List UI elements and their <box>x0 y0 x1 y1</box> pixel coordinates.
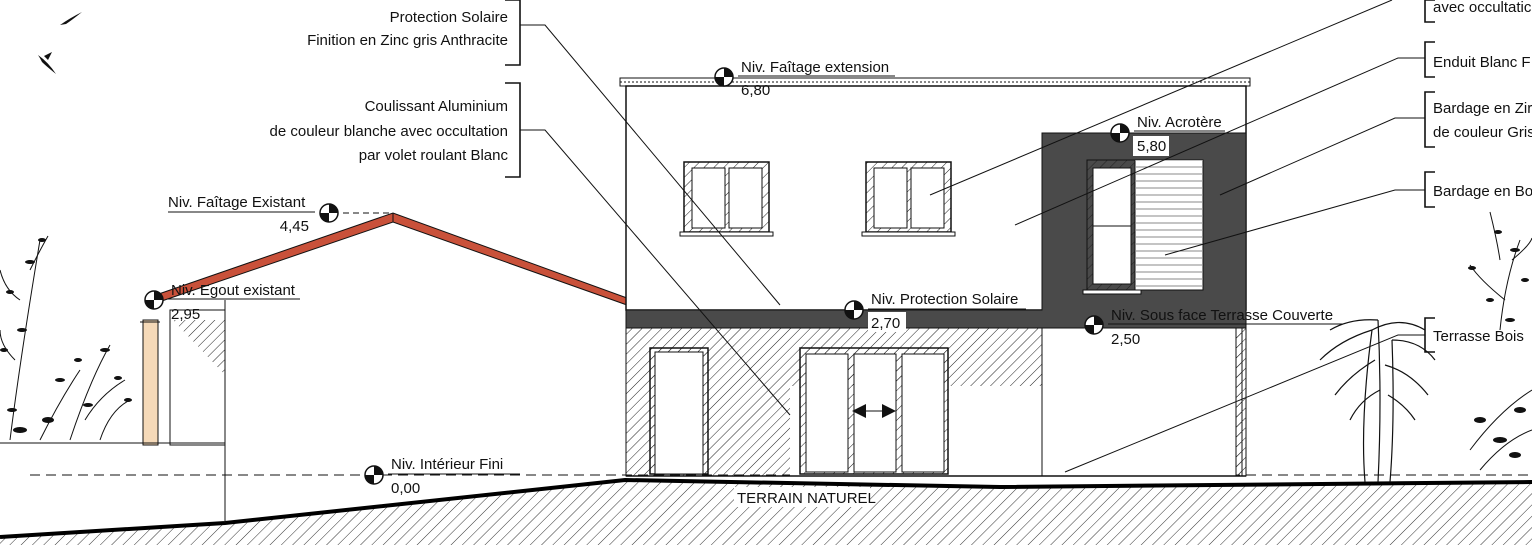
svg-text:de couleur blanche avec occult: de couleur blanche avec occultation <box>270 123 509 140</box>
svg-text:Terrasse Bois: Terrasse Bois <box>1433 328 1524 345</box>
svg-text:de couleur Gris: de couleur Gris <box>1433 124 1532 141</box>
svg-text:6,80: 6,80 <box>741 82 770 99</box>
svg-text:Niv. Intérieur Fini: Niv. Intérieur Fini <box>391 456 503 473</box>
vegetation-left-icon <box>0 235 131 441</box>
level-interieur-fini: Niv. Intérieur Fini 0,00 <box>364 456 520 497</box>
foliage-left <box>0 238 132 433</box>
upper-window-3 <box>1082 159 1204 295</box>
foliage-right <box>1468 230 1529 458</box>
svg-text:Niv. Acrotère: Niv. Acrotère <box>1137 114 1222 131</box>
svg-text:Finition en Zinc gris Anthraci: Finition en Zinc gris Anthracite <box>307 32 508 49</box>
upper-window-2 <box>861 161 956 237</box>
svg-text:Bardage en Bo: Bardage en Bo <box>1433 183 1532 200</box>
svg-text:0,00: 0,00 <box>391 480 420 497</box>
svg-text:2,50: 2,50 <box>1111 331 1140 348</box>
svg-text:Coulissant Aluminium: Coulissant Aluminium <box>365 98 508 115</box>
svg-text:4,45: 4,45 <box>280 218 309 235</box>
svg-text:Niv. Egout existant: Niv. Egout existant <box>171 282 296 299</box>
svg-text:Niv. Sous face Terrasse Couver: Niv. Sous face Terrasse Couverte <box>1111 307 1333 324</box>
terrain-label-bg <box>734 487 870 507</box>
ground-hatch <box>0 480 1532 545</box>
svg-text:Niv. Faîtage extension: Niv. Faîtage extension <box>741 59 889 76</box>
svg-text:Niv. Faîtage Existant: Niv. Faîtage Existant <box>168 194 306 211</box>
upper-window-1 <box>679 161 774 237</box>
sliding-window <box>799 347 949 475</box>
palm-tree-icon <box>1319 319 1436 483</box>
svg-text:Bardage en Zir: Bardage en Zir <box>1433 100 1532 117</box>
existing-house <box>0 212 628 523</box>
bird-icon <box>38 12 82 74</box>
svg-text:Enduit Blanc F: Enduit Blanc F <box>1433 54 1531 71</box>
level-sous-face: Niv. Sous face Terrasse Couverte 2,50 <box>1084 307 1343 348</box>
level-egout-existant: Niv. Egout existant 2,95 <box>144 282 300 323</box>
svg-text:avec occultatic: avec occultatic <box>1433 0 1532 16</box>
svg-text:2,95: 2,95 <box>171 306 200 323</box>
label-protection-solaire: Protection Solaire Finition en Zinc gris… <box>307 0 521 66</box>
svg-text:2,70: 2,70 <box>871 315 900 332</box>
leader-lines <box>520 0 1425 473</box>
svg-text:Protection Solaire: Protection Solaire <box>390 9 508 26</box>
shrub-right-icon <box>1469 211 1532 471</box>
right-labels: avec occultatic Enduit Blanc F Bardage e… <box>1424 0 1532 353</box>
level-acrotere: Niv. Acrotère 5,80 <box>1110 112 1226 156</box>
svg-text:par volet roulant Blanc: par volet roulant Blanc <box>359 147 509 164</box>
level-faitage-extension: Niv. Faîtage extension 6,80 <box>714 59 895 99</box>
extension-building <box>619 77 1251 477</box>
ground-line <box>0 477 1532 539</box>
label-coulissant: Coulissant Aluminium de couleur blanche … <box>270 82 521 178</box>
svg-text:Niv. Protection Solaire: Niv. Protection Solaire <box>871 291 1018 308</box>
svg-text:5,80: 5,80 <box>1137 138 1166 155</box>
level-protection-solaire: Niv. Protection Solaire 2,70 <box>844 291 1026 332</box>
terrain-label: TERRAIN NATUREL <box>737 490 876 507</box>
level-faitage-existant: Niv. Faîtage Existant 4,45 <box>168 194 393 235</box>
